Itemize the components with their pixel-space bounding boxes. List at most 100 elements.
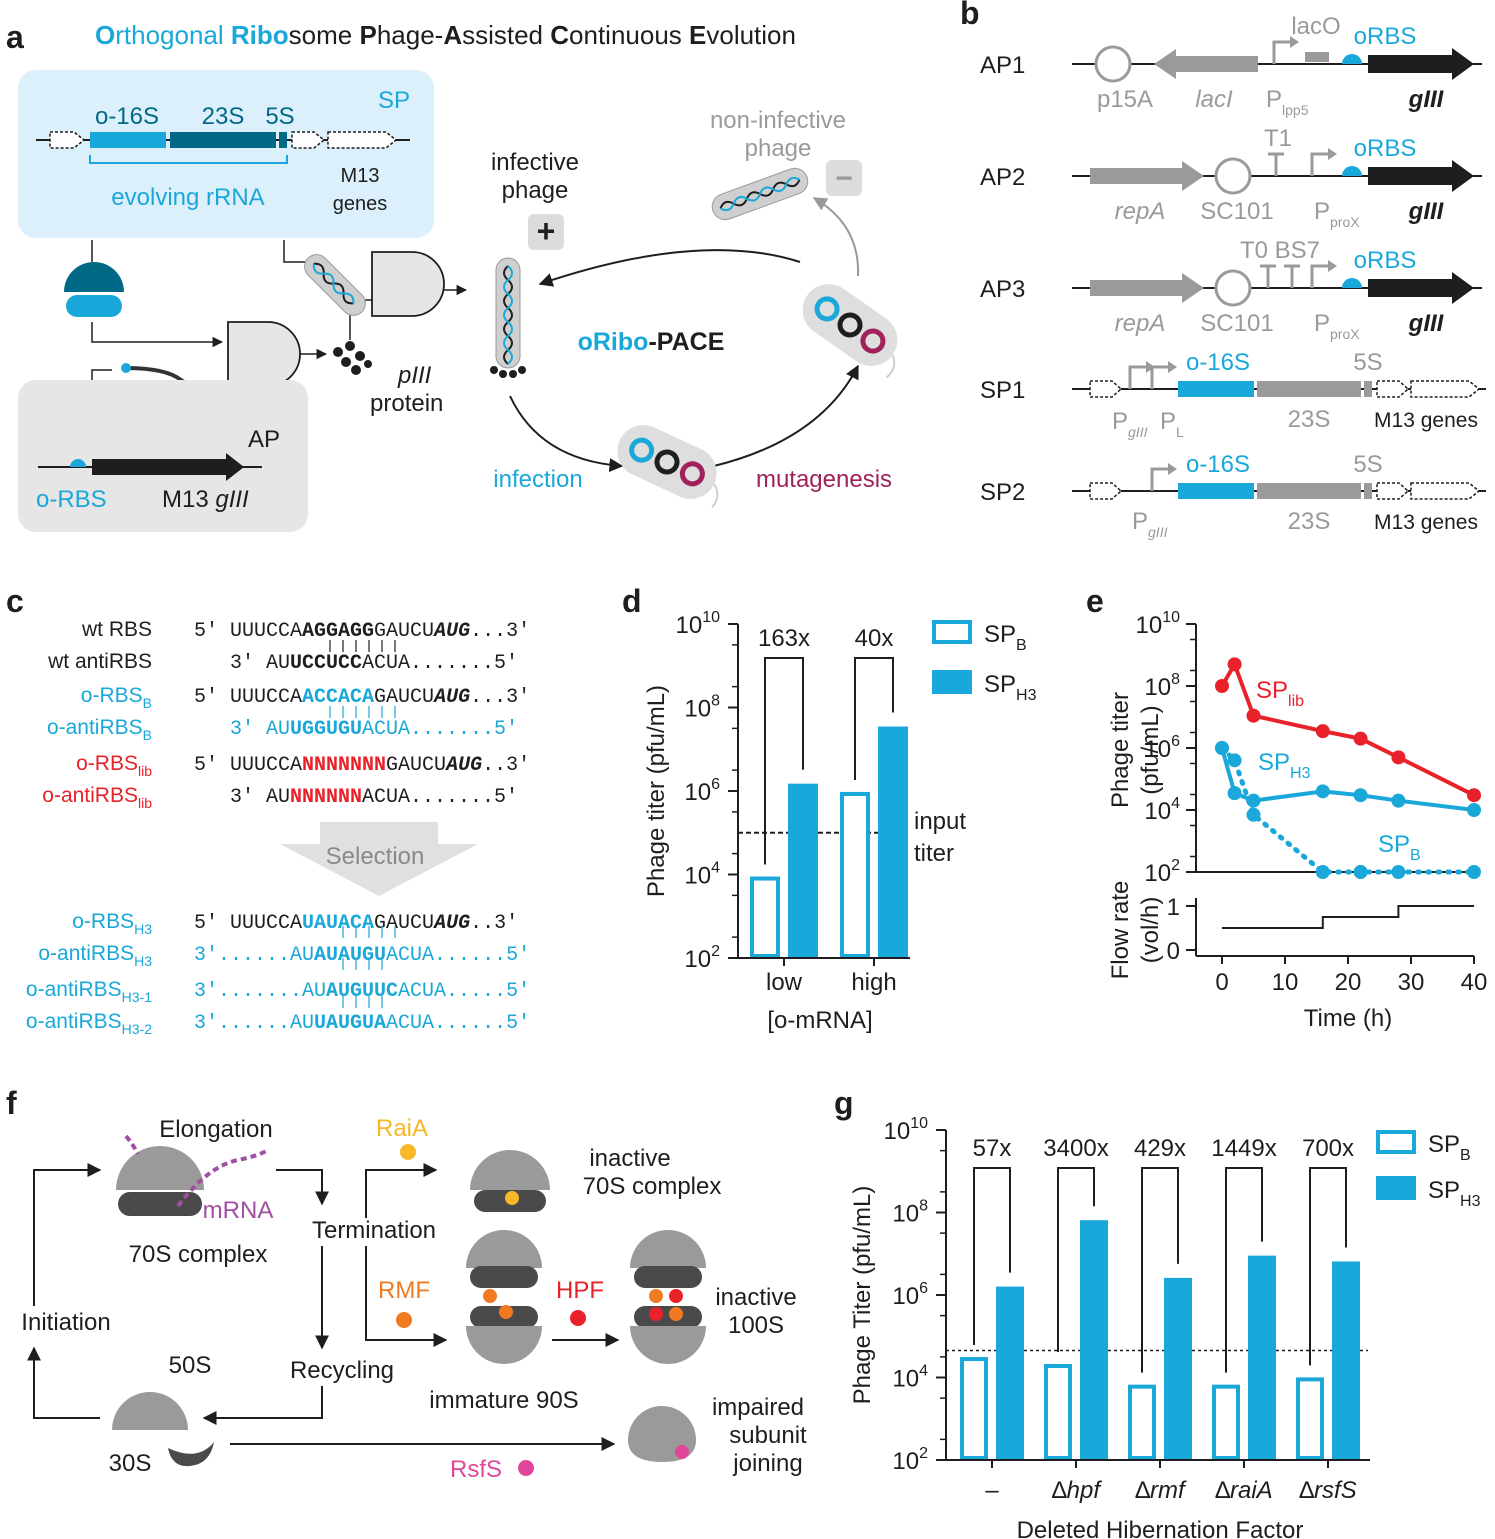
y-tick-label: 104 bbox=[892, 1363, 928, 1393]
dashed-arrow bbox=[1089, 380, 1123, 398]
origin-label: p15A bbox=[1097, 86, 1153, 113]
initiation-label: Initiation bbox=[21, 1309, 110, 1336]
legend-label: SPH3 bbox=[1428, 1177, 1481, 1210]
sequence-label: o-antiRBSB bbox=[47, 716, 152, 743]
infective-phage-icon bbox=[490, 257, 526, 378]
m13-arrow bbox=[1410, 482, 1481, 500]
fold-label: 163x bbox=[758, 625, 810, 652]
sp-box-label: SP bbox=[378, 87, 410, 114]
sequence-segment: ACUA.......5′ bbox=[362, 718, 518, 741]
y-tick-label: 106 bbox=[892, 1280, 928, 1310]
promoter-icon bbox=[1150, 467, 1168, 491]
inactive-100s-label: 100S bbox=[728, 1312, 784, 1339]
x-axis-label: Deleted Hibernation Factor bbox=[1017, 1517, 1304, 1539]
y-tick-label: 102 bbox=[892, 1445, 928, 1475]
x-tick-label: 10 bbox=[1272, 969, 1299, 996]
legend-label: SPH3 bbox=[984, 671, 1037, 704]
bar-sp-h3 bbox=[788, 783, 818, 958]
label-sub: lib bbox=[138, 795, 152, 811]
impaired-label: impaired bbox=[712, 1394, 804, 1421]
bar-sp-b bbox=[1044, 1364, 1072, 1461]
label-main: wt antiRBS bbox=[47, 650, 152, 673]
5s-block bbox=[1364, 483, 1372, 499]
category-italic: rmf bbox=[1150, 1477, 1187, 1504]
sp-m13-arrow bbox=[327, 131, 398, 149]
fold-bracket bbox=[1225, 1167, 1263, 1373]
sequence-segment: NNNNNNN bbox=[302, 754, 386, 777]
x-tick-label: 30 bbox=[1398, 969, 1425, 996]
label-main: SP bbox=[1258, 749, 1290, 776]
sequence-text: 3′......AUAUAUGUACUA......5′ bbox=[194, 944, 530, 967]
sequence-text: 3′ AUUCCUCCACUA.......5′ bbox=[194, 652, 518, 675]
panel-b: b AP1 lacO oRBS p15A lacI Plpp5 gIII AP2… bbox=[960, 0, 1486, 540]
sequence-segment: 3′ AU bbox=[194, 786, 290, 809]
orbs-dot-icon bbox=[1342, 54, 1362, 64]
data-point bbox=[1353, 731, 1368, 746]
sequence-segment: UGGUGU bbox=[290, 718, 362, 741]
legend-swatch-filled bbox=[932, 670, 972, 694]
data-point bbox=[1467, 865, 1481, 879]
50s-label: 50S bbox=[169, 1352, 212, 1379]
cycle-arrow bbox=[509, 395, 624, 473]
sp-bracket bbox=[89, 155, 288, 164]
panel-letter-e: e bbox=[1086, 583, 1104, 619]
sp-evolving-label: evolving rRNA bbox=[111, 184, 264, 211]
tick-base: 10 bbox=[684, 946, 711, 973]
label-main: o-RBS bbox=[72, 910, 134, 933]
sequence-segment: ACUA.......5′ bbox=[362, 786, 518, 809]
sequence-segment: NNNNNN bbox=[290, 786, 362, 809]
orbs-dot-icon bbox=[1342, 166, 1362, 176]
fold-bracket bbox=[973, 1167, 1011, 1346]
23s-block bbox=[1257, 483, 1361, 499]
y-tick-label: 1010 bbox=[676, 609, 721, 639]
and-gate-icon bbox=[227, 321, 301, 387]
sequence-label: o-antiRBSH3-1 bbox=[26, 978, 152, 1005]
sequence-segment: GAUCU bbox=[374, 620, 434, 643]
title-part: some bbox=[289, 20, 360, 50]
gene-label: repA bbox=[1115, 198, 1166, 225]
tick-base: 10 bbox=[676, 612, 703, 639]
5s-label: 5S bbox=[1353, 451, 1382, 478]
orbs-label: oRBS bbox=[1354, 135, 1417, 162]
sequence-text: 3′......AUUAUGUAACUA......5′ bbox=[194, 1012, 530, 1035]
tick-exp: 8 bbox=[919, 1198, 928, 1215]
23s-label: 23S bbox=[1288, 406, 1331, 433]
sequence-segment: ACUA......5′ bbox=[386, 944, 530, 967]
label-sub: B bbox=[1460, 1147, 1471, 1164]
impaired-label: subunit bbox=[729, 1422, 807, 1449]
sp-dashed-arrow bbox=[291, 131, 326, 149]
tick-base: 10 bbox=[892, 1283, 919, 1310]
repa-arrow bbox=[1090, 161, 1204, 191]
sequence-segment: AUAUGU bbox=[314, 944, 386, 967]
plasmid-name: AP3 bbox=[980, 276, 1025, 303]
category-main: ∆ bbox=[1299, 1477, 1314, 1504]
x-tick-label: ∆hpf bbox=[1052, 1477, 1102, 1504]
fold-bracket bbox=[764, 657, 804, 865]
sequence-label: o-RBSH3 bbox=[72, 910, 152, 937]
fold-bracket bbox=[1309, 1167, 1347, 1366]
sequence-segment: 5′ UUUCCA bbox=[194, 686, 302, 709]
o16s-label: o-16S bbox=[1186, 349, 1250, 376]
cell-icon bbox=[802, 284, 898, 379]
promoter-arrowhead bbox=[1290, 36, 1299, 48]
tick-exp: 10 bbox=[910, 1115, 928, 1132]
label-main: SP bbox=[1378, 831, 1410, 858]
y-tick-label: 1010 bbox=[1136, 609, 1181, 639]
23s-block bbox=[1257, 381, 1361, 397]
oribo-pace-label: oRibo-PACE bbox=[578, 328, 725, 356]
plasmid-name: AP1 bbox=[980, 52, 1025, 79]
sequence-segment: ACCACA bbox=[302, 686, 374, 709]
y-tick-label: 108 bbox=[1144, 671, 1180, 701]
panel-letter-a: a bbox=[6, 19, 24, 55]
non-infective-label: phage bbox=[745, 135, 812, 162]
y-tick-label: 1010 bbox=[884, 1115, 929, 1145]
tick-base: 10 bbox=[1136, 612, 1163, 639]
label-main: o-antiRBS bbox=[26, 978, 122, 1001]
sp-23s-label: 23S bbox=[202, 103, 245, 130]
terminator-icon bbox=[1260, 264, 1300, 288]
sequence-label: wt RBS bbox=[81, 618, 152, 641]
flow-y-tick-label: 1 bbox=[1167, 894, 1180, 921]
x-tick-label: ∆rmf bbox=[1135, 1477, 1187, 1504]
legend-swatch-open bbox=[1376, 1130, 1416, 1154]
